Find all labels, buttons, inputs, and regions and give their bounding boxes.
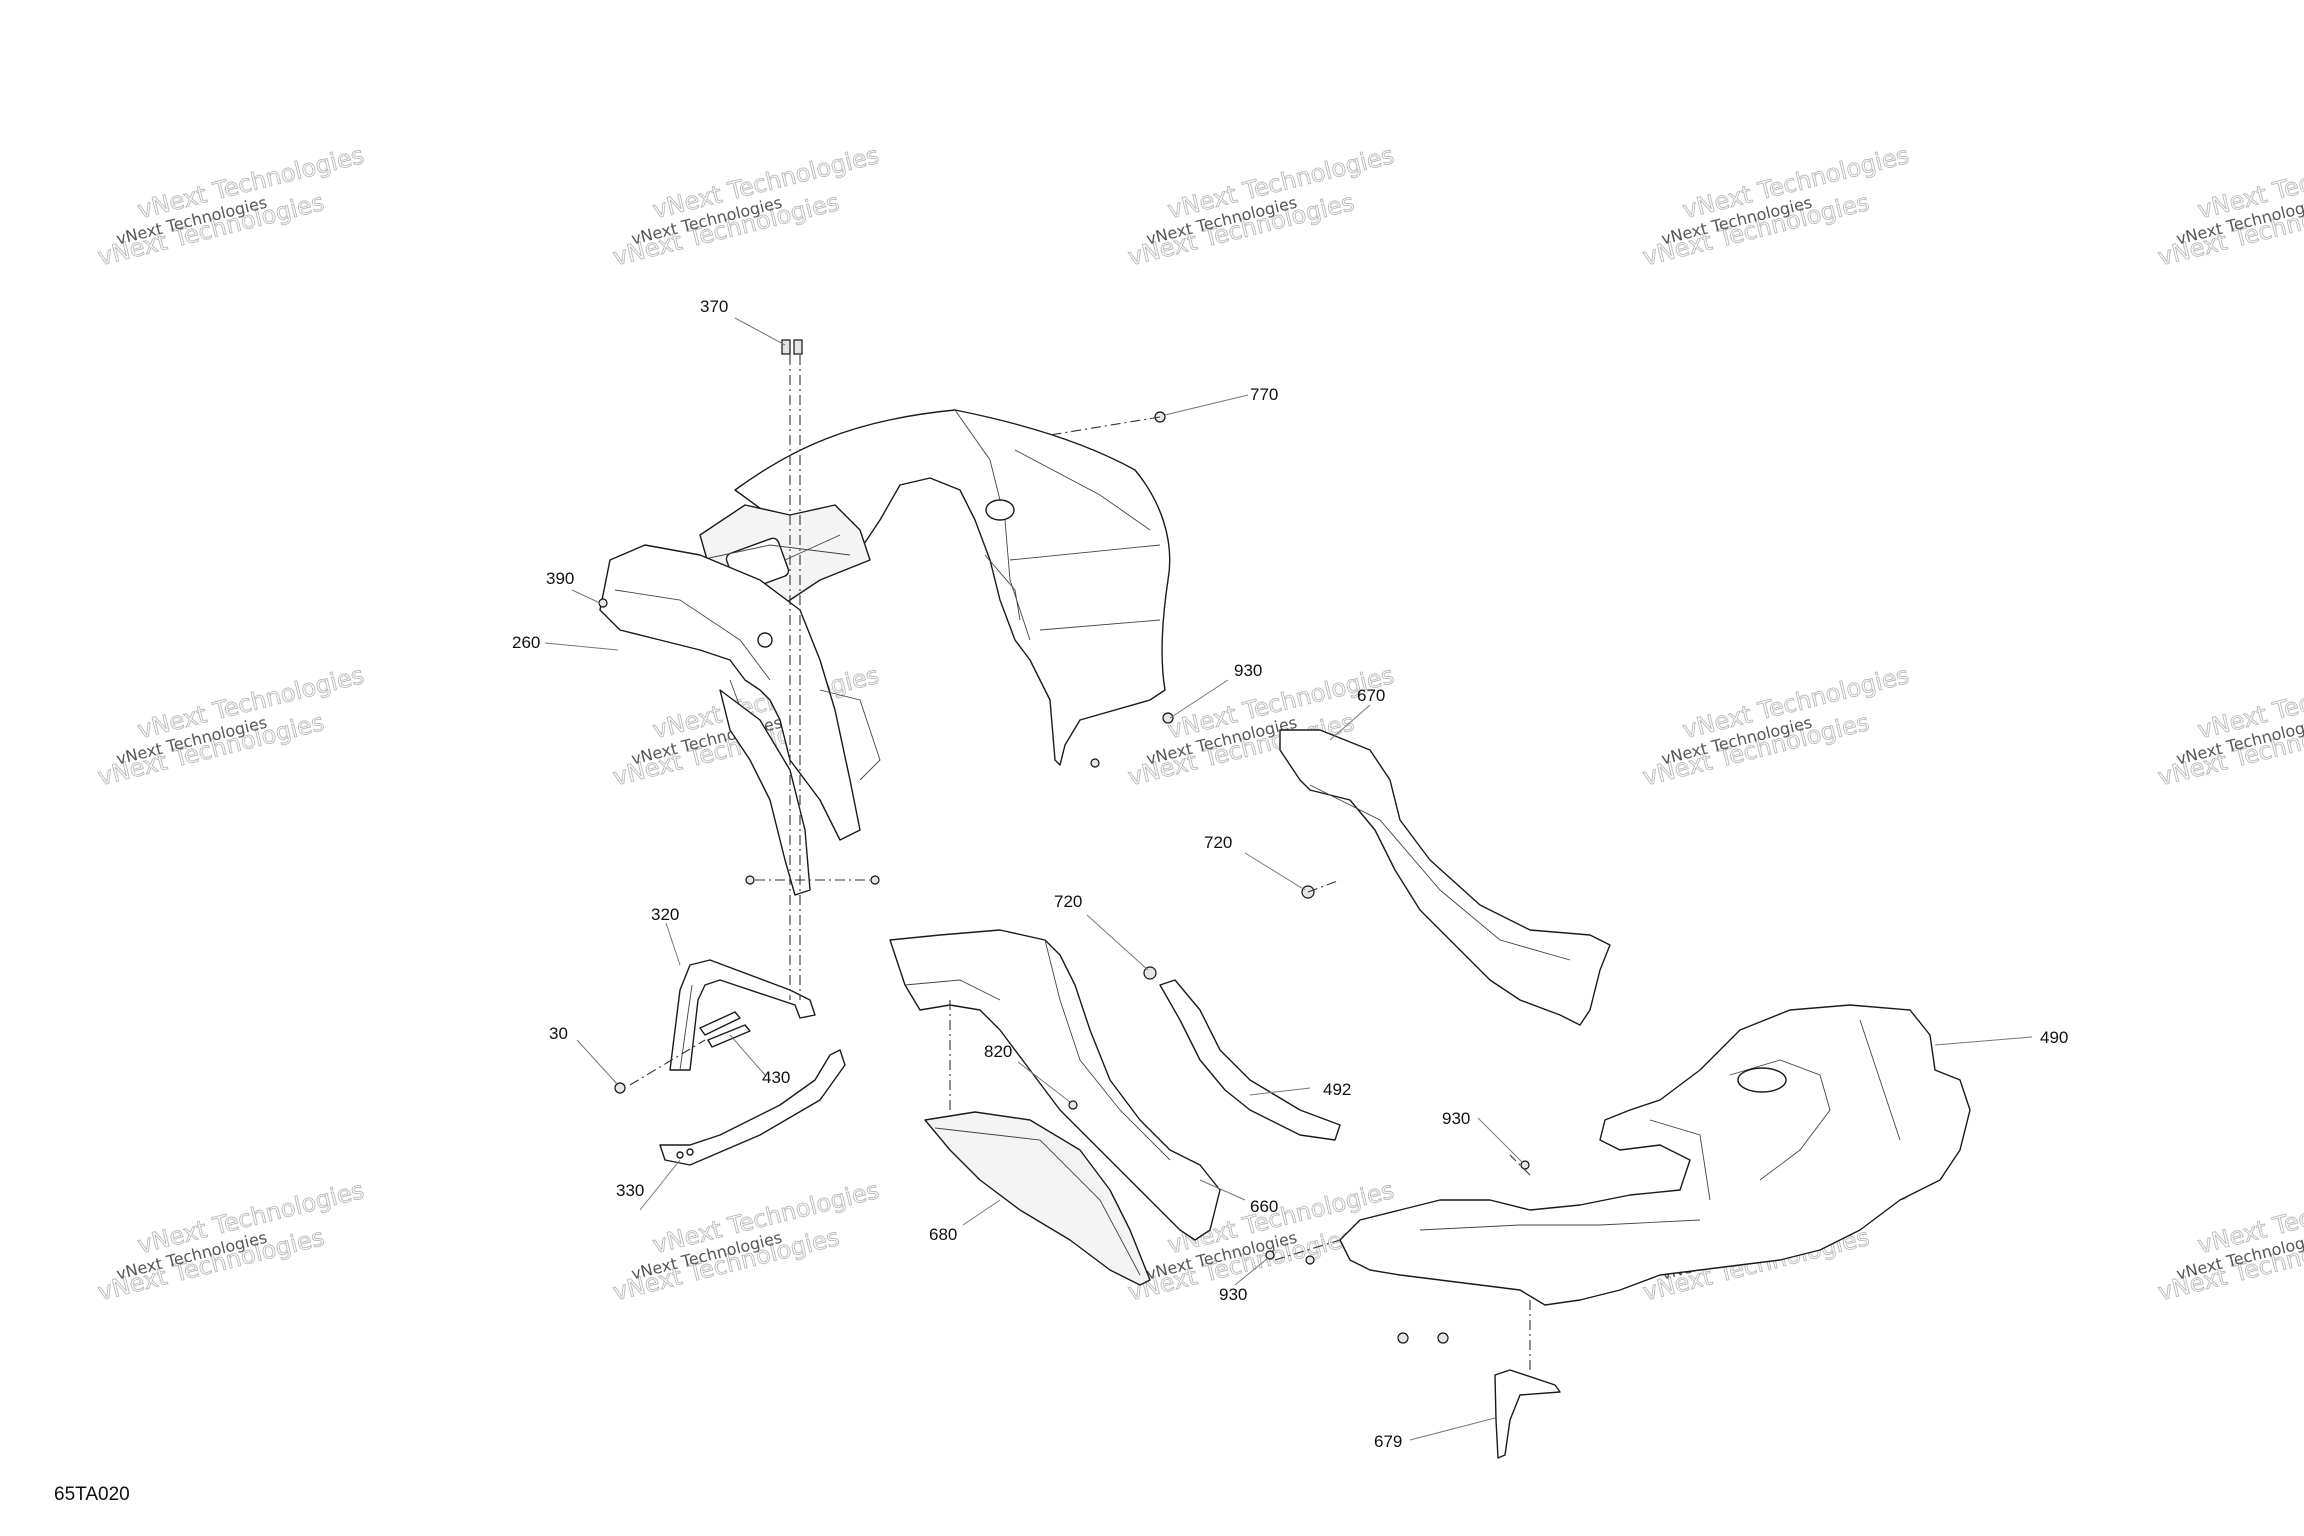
assembly-lines bbox=[629, 355, 1531, 1370]
callout-490: 490 bbox=[2040, 1028, 2068, 1047]
part-rail-330 bbox=[659, 1049, 846, 1166]
callout-679: 679 bbox=[1374, 1432, 1402, 1451]
part-bolts-430 bbox=[699, 1011, 751, 1048]
callout-430: 430 bbox=[762, 1068, 790, 1087]
part-side-panel-260 bbox=[599, 544, 881, 896]
part-fender-680 bbox=[924, 1111, 1151, 1286]
callout-930: 930 bbox=[1234, 661, 1262, 680]
callout-820: 820 bbox=[984, 1042, 1012, 1061]
part-front-fairing bbox=[734, 409, 1171, 766]
callout-670: 670 bbox=[1357, 686, 1385, 705]
callout-930b: 930 bbox=[1442, 1109, 1470, 1128]
figure-code: 65TA020 bbox=[54, 1484, 130, 1505]
callout-680: 680 bbox=[929, 1225, 957, 1244]
callout-390: 390 bbox=[546, 569, 574, 588]
part-strut-670 bbox=[1279, 729, 1611, 1026]
fasteners bbox=[598, 339, 1530, 1344]
leader-lines bbox=[544, 317, 2033, 1441]
callout-30: 30 bbox=[549, 1024, 568, 1043]
callout-720: 720 bbox=[1204, 833, 1232, 852]
callout-930c: 930 bbox=[1219, 1285, 1247, 1304]
callout-492: 492 bbox=[1323, 1080, 1351, 1099]
callout-660: 660 bbox=[1250, 1197, 1278, 1216]
part-panel-492 bbox=[1159, 979, 1341, 1141]
part-rear-body-490 bbox=[1339, 1004, 1971, 1306]
callout-260: 260 bbox=[512, 633, 540, 652]
part-bracket-679 bbox=[1494, 1369, 1561, 1459]
part-bracket-320 bbox=[669, 959, 816, 1071]
callout-370: 370 bbox=[700, 297, 728, 316]
callout-320: 320 bbox=[651, 905, 679, 924]
callout-770: 770 bbox=[1250, 385, 1278, 404]
part-liner-660 bbox=[889, 929, 1221, 1241]
callout-720b: 720 bbox=[1054, 892, 1082, 911]
callout-330: 330 bbox=[616, 1181, 644, 1200]
callout-labels: 370 770 390 260 930 670 720 320 720 30 4… bbox=[512, 297, 2068, 1451]
